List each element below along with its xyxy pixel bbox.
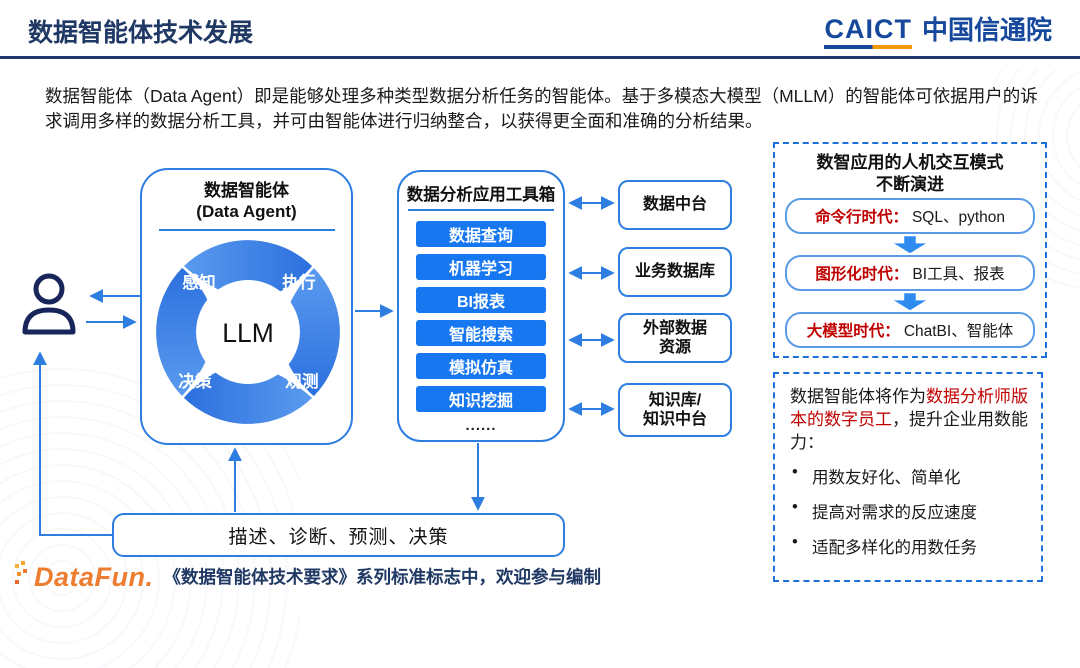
source-external-data: 外部数据 资源 [618,313,732,363]
caict-underline [824,45,912,49]
note-lead-red: 数据分析师版本的数字员工 [790,387,1028,429]
header-divider [0,56,1080,59]
datafun-wordmark: DataFun. [34,562,154,592]
intro-paragraph: 数据智能体（Data Agent）即是能够处理多种类型数据分析任务的智能体。基于… [45,86,1038,132]
era-value: SQL、python [911,209,1006,227]
era-value: BI工具、报表 [912,266,1005,284]
source-knowledge-base: 知识库/ 知识中台 [618,383,732,437]
caict-name: 中国信通院 [921,15,1052,45]
evolution-panel: 数智应用的人机交互模式 不断演进 命令行时代： SQL、python 图形化时代… [773,142,1047,358]
agent-core-label: LLM [222,318,273,348]
footer: DataFun. 《数据智能体技术要求》系列标准标志中，欢迎参与编制 [14,560,601,593]
era-label: 大模型时代： [806,323,900,341]
arrow-down-icon [894,293,926,311]
data-agent-title-underline [158,228,335,231]
data-agent-box: 数据智能体 (Data Agent) LLM [140,168,353,445]
data-agent-title: 数据智能体 (Data Agent) [142,170,351,223]
arrow-down-icon [894,236,926,254]
analysis-output-box: 描述、诊断、预测、决策 [112,513,565,557]
caict-acronym-block: CAICT [824,16,912,49]
capability-perceive: 感知 [182,272,215,292]
user-icon [18,272,80,342]
data-agent-title-en: (Data Agent) [196,202,297,222]
era-large-model: 大模型时代： ChatBI、智能体 [785,312,1035,349]
data-agent-title-cn: 数据智能体 [204,181,289,200]
page-title: 数据智能体技术发展 [28,19,254,47]
note-lead: 数据智能体将作为数据分析师版本的数字员工，提升企业用数能力： [790,386,1028,455]
era-label: 图形化时代： [815,266,909,284]
note-lead-black: 数据智能体将作为 [790,387,926,406]
note-bullet: 适配多样化的用数任务 [790,533,1028,558]
source-data-platform: 数据中台 [618,180,732,230]
footer-standard-note: 《数据智能体技术要求》系列标准标志中，欢迎参与编制 [163,567,602,587]
agent-pinwheel-diagram: LLM 感知 执行 决策 观测 [150,234,346,430]
note-bullet-list: 用数友好化、简单化 提高对需求的反应速度 适配多样化的用数任务 [790,463,1028,558]
tool-item-data-query[interactable]: 数据查询 [416,220,546,247]
tool-item-machine-learning[interactable]: 机器学习 [416,253,546,280]
caict-logo: CAICT 中国信通院 [824,16,1052,49]
tool-item-smart-search[interactable]: 智能搜索 [416,319,546,346]
tool-item-knowledge-mining[interactable]: 知识挖掘 [416,385,546,412]
toolbox-title-underline [408,209,554,211]
toolbox-panel: 数据分析应用工具箱 数据查询 机器学习 BI报表 智能搜索 模拟仿真 知识挖掘 … [397,170,565,442]
note-bullet: 提高对需求的反应速度 [790,498,1028,523]
note-bullet: 用数友好化、简单化 [790,463,1028,488]
capability-decide: 决策 [178,371,212,391]
toolbox-title: 数据分析应用工具箱 [406,186,556,204]
tool-item-bi-report[interactable]: BI报表 [416,286,546,313]
capability-observe: 观测 [285,371,318,391]
era-value: ChatBI、智能体 [903,323,1014,341]
evolution-title-line1: 数智应用的人机交互模式 [816,153,1004,172]
evolution-title: 数智应用的人机交互模式 不断演进 [775,152,1045,196]
era-command-line: 命令行时代： SQL、python [785,198,1035,235]
note-panel: 数据智能体将作为数据分析师版本的数字员工，提升企业用数能力： 用数友好化、简单化… [773,372,1043,582]
datafun-pixels-icon [15,561,27,584]
caict-acronym: CAICT [824,14,912,44]
source-business-database: 业务数据库 [618,247,732,297]
datafun-logo: DataFun. [14,560,154,593]
era-label: 命令行时代： [814,209,908,227]
era-graphical: 图形化时代： BI工具、报表 [785,255,1035,292]
note-lead-tail: ，提升企业用数能力： [790,409,1028,452]
tool-item-simulation[interactable]: 模拟仿真 [416,352,546,379]
evolution-title-line2: 不断演进 [876,175,944,195]
toolbox-ellipsis: ...... [465,417,497,434]
capability-execute: 执行 [282,272,316,292]
slide: 数据智能体技术发展 CAICT 中国信通院 数据智能体（Data Agent）即… [0,0,1080,608]
